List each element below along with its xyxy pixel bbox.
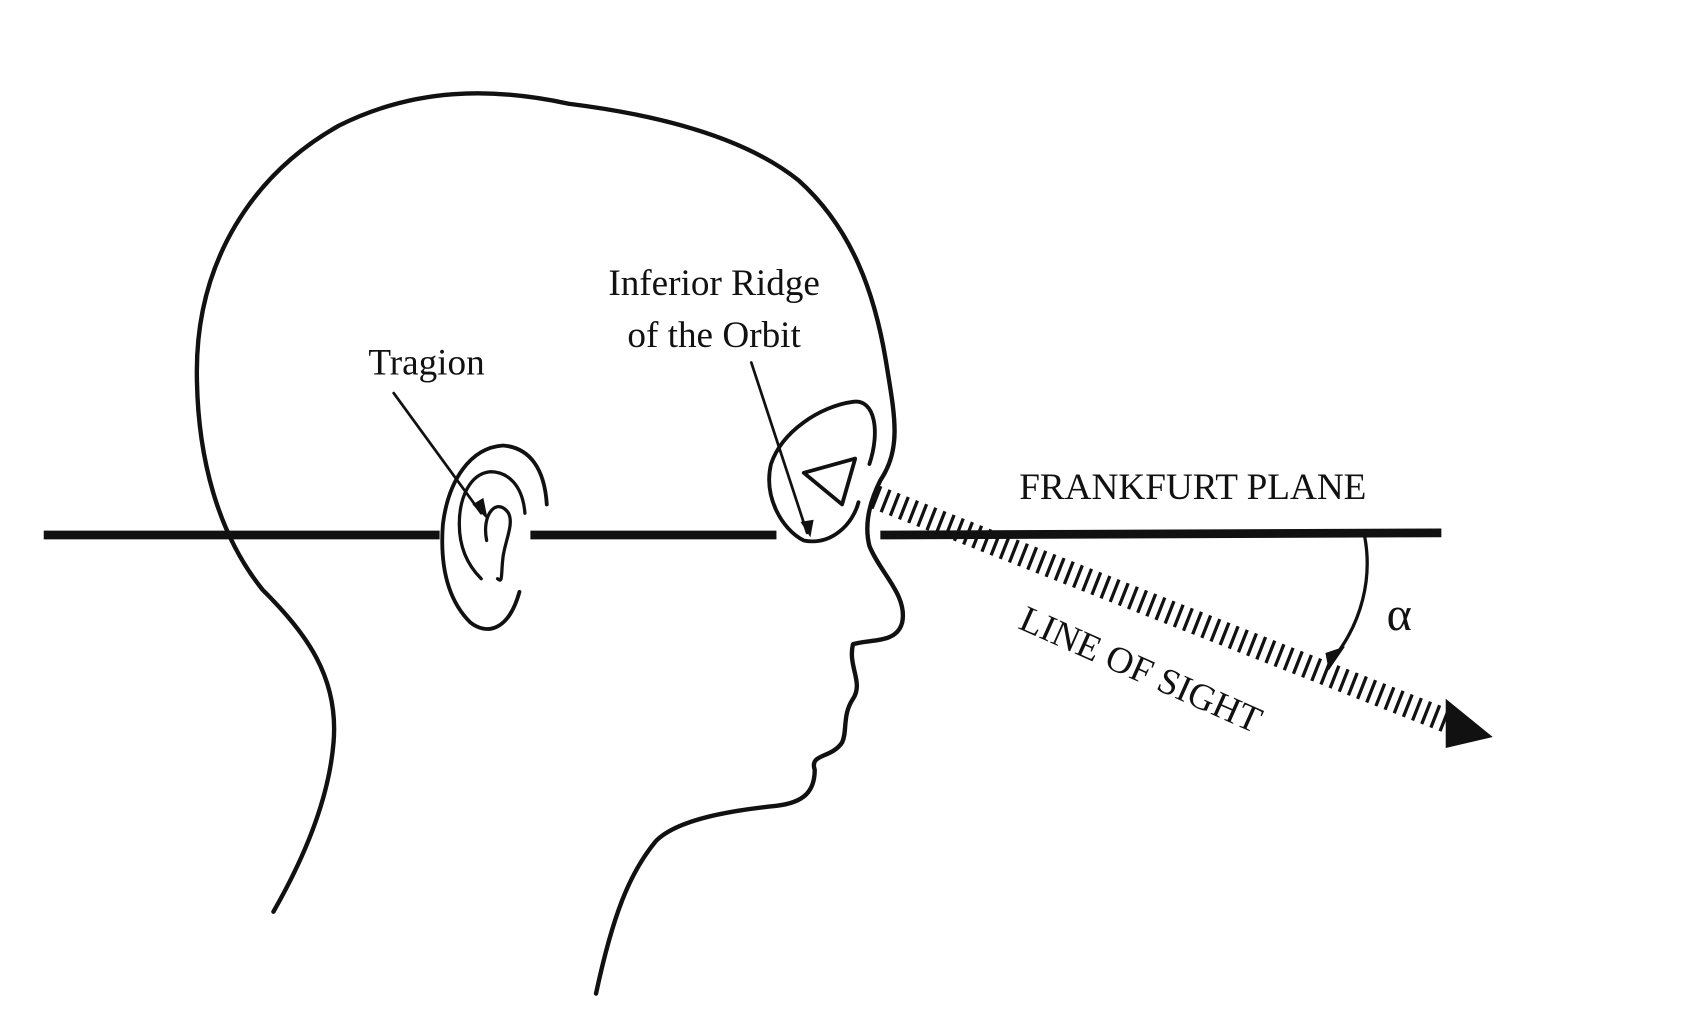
ear-inner bbox=[457, 470, 527, 582]
eye-icon bbox=[801, 456, 858, 507]
tragion-pointer-arrowhead bbox=[472, 497, 488, 520]
orbit-outline bbox=[767, 399, 877, 544]
line-of-sight-arrowhead bbox=[1445, 698, 1493, 748]
orbit-pointer-arrowhead bbox=[800, 519, 814, 538]
frankfurt-plane-label: FRANKFURT PLANE bbox=[1019, 467, 1366, 508]
line-of-sight bbox=[870, 485, 1465, 738]
frankfurt-plane-line bbox=[43, 528, 1442, 540]
head-outline bbox=[194, 91, 906, 996]
orbit-label-line1: Inferior Ridge bbox=[608, 263, 820, 304]
angle-arc bbox=[1332, 535, 1369, 659]
tragion-pointer bbox=[392, 391, 483, 515]
orbit-pointer bbox=[749, 361, 809, 535]
angle-arrowhead bbox=[1325, 646, 1346, 671]
ear-outline bbox=[440, 443, 549, 631]
angle-alpha-label: α bbox=[1387, 588, 1412, 641]
tragion-label: Tragion bbox=[368, 343, 485, 384]
line-of-sight-label: LINE OF SIGHT bbox=[1013, 599, 1268, 742]
orbit-label-line2: of the Orbit bbox=[627, 315, 801, 356]
